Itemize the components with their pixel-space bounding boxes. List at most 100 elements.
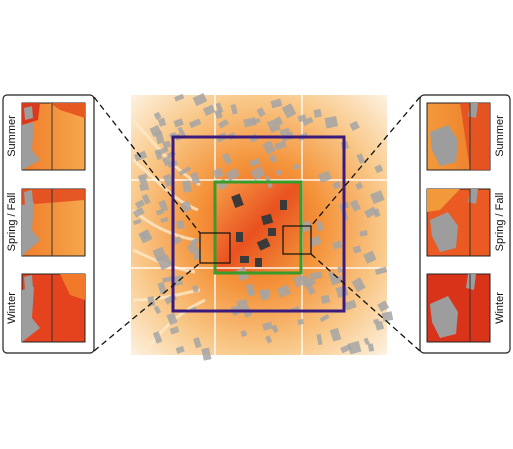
- building-footprint: [157, 281, 167, 295]
- building-footprint: [202, 104, 216, 117]
- building-footprint: [201, 347, 212, 361]
- building-footprint: [373, 208, 381, 218]
- building-footprint: [337, 266, 343, 273]
- building-footprint: [188, 118, 202, 129]
- left-spring-fall-thumbnail: [21, 188, 86, 257]
- right-season-panel: Summer Spring / Fall Winter: [419, 94, 511, 354]
- city-heat-map: [131, 93, 394, 361]
- building-footprint: [275, 116, 284, 126]
- building-footprint: [364, 206, 378, 219]
- building-footprint: [152, 331, 163, 344]
- building-footprint: [166, 312, 178, 326]
- building-footprint: [169, 326, 180, 335]
- building-footprint: [276, 284, 292, 298]
- building-footprint: [377, 300, 390, 312]
- building-footprint: [292, 163, 301, 170]
- building-footprint: [349, 199, 361, 212]
- building-footprint: [363, 250, 377, 264]
- building-footprint: [155, 208, 165, 216]
- building-footprint: [221, 152, 233, 165]
- building-footprint: [256, 107, 266, 118]
- building-footprint: [157, 117, 167, 127]
- building-footprint: [214, 109, 223, 120]
- building-footprint: [271, 324, 279, 334]
- building-footprint: [134, 199, 146, 209]
- building-footprint: [176, 220, 185, 230]
- building-footprint: [351, 277, 366, 293]
- right-summer-label: Summer: [494, 115, 506, 157]
- building-footprint: [251, 118, 261, 125]
- building-footprint: [320, 294, 331, 304]
- building-footprint: [189, 237, 200, 246]
- right-spring-fall-thumbnail: [426, 188, 491, 257]
- building-footprint: [268, 154, 278, 164]
- building-footprint: [332, 181, 342, 190]
- building-footprint: [363, 337, 370, 346]
- building-footprint: [240, 330, 248, 337]
- building-footprint: [270, 98, 283, 109]
- left-season-panel: Summer Spring / Fall Winter: [2, 94, 95, 354]
- left-summer-label: Summer: [6, 115, 18, 157]
- building-footprint: [193, 337, 202, 349]
- building-footprint: [330, 275, 343, 286]
- left-spring-fall-label: Spring / Fall: [6, 193, 18, 252]
- building-footprint: [329, 327, 342, 342]
- building-footprint: [132, 207, 145, 218]
- building-footprint: [225, 167, 241, 182]
- building-footprint: [319, 313, 330, 323]
- building-footprint: [340, 344, 352, 354]
- building-footprint: [246, 288, 254, 297]
- building-footprint: [217, 119, 229, 129]
- building-footprint: [177, 126, 187, 138]
- building-footprint: [153, 111, 162, 120]
- building-footprint: [381, 311, 394, 322]
- building-footprint: [215, 102, 224, 114]
- building-footprint: [308, 235, 322, 248]
- building-footprint: [369, 190, 385, 205]
- building-footprint: [192, 285, 199, 293]
- building-footprint: [264, 335, 273, 344]
- building-footprint: [230, 103, 238, 115]
- building-footprint: [297, 318, 304, 326]
- building-footprint: [160, 217, 169, 223]
- building-footprint: [316, 221, 324, 232]
- building-footprint: [359, 230, 368, 237]
- callout-lines: [93, 96, 421, 352]
- right-zoom-box: [282, 225, 312, 255]
- building-footprint: [313, 108, 322, 118]
- building-footprint: [262, 321, 273, 331]
- building-footprint: [249, 157, 261, 167]
- building-footprint: [141, 193, 151, 205]
- building-footprint: [275, 169, 283, 177]
- inner-region-outline: [213, 180, 303, 275]
- building-footprint: [262, 140, 276, 155]
- right-spring-fall-label: Spring / Fall: [494, 193, 506, 252]
- building-footprint: [374, 266, 388, 275]
- building-footprint: [374, 164, 384, 174]
- right-winter-thumbnail: [426, 273, 491, 343]
- building-footprint: [355, 181, 364, 190]
- building-footprint: [352, 245, 362, 254]
- building-footprint: [162, 140, 172, 149]
- building-footprint: [190, 171, 201, 185]
- building-footprint: [153, 305, 162, 315]
- left-zoom-box: [199, 232, 231, 264]
- building-footprint: [274, 140, 287, 150]
- building-footprint: [157, 254, 173, 271]
- building-footprint: [154, 149, 163, 161]
- building-footprint: [172, 236, 183, 245]
- building-footprint: [347, 340, 362, 355]
- building-footprint: [344, 299, 357, 311]
- center-buildings: [231, 193, 287, 267]
- building-footprint: [302, 116, 314, 127]
- right-summer-thumbnail: [426, 102, 491, 171]
- building-footprint: [236, 298, 250, 312]
- building-footprint: [174, 93, 185, 102]
- building-footprint: [192, 248, 202, 261]
- building-footprint: [367, 343, 375, 352]
- building-footprint: [281, 103, 297, 119]
- building-footprint: [267, 118, 281, 133]
- right-winter-label: Winter: [494, 292, 506, 324]
- building-footprint: [373, 318, 380, 324]
